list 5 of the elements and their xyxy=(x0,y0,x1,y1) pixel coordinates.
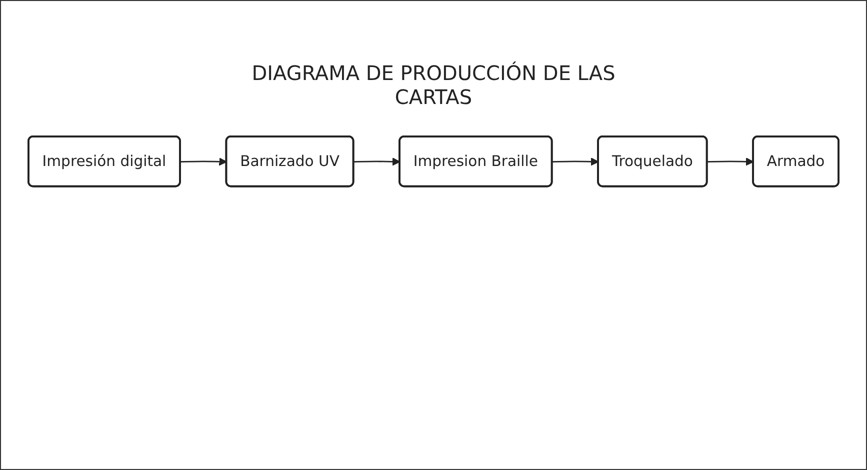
arrow xyxy=(707,158,754,166)
diagram-title: DIAGRAMA DE PRODUCCIÓN DE LAS CARTAS xyxy=(250,61,616,109)
arrow xyxy=(354,158,400,166)
arrow xyxy=(180,158,228,166)
arrow xyxy=(552,158,599,166)
